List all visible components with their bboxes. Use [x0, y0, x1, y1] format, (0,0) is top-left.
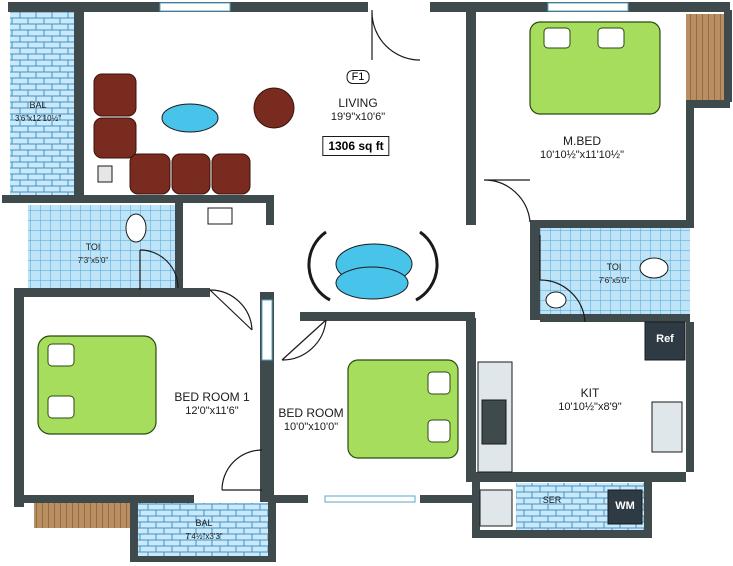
mbed-label: M.BED 10'10½"x11'10½" [540, 134, 624, 162]
living-name: LIVING [338, 96, 378, 110]
ref-label: Ref [656, 333, 674, 345]
bal-top-label: BAL 3'6"x12'10½" [15, 98, 61, 126]
living-lamp [97, 165, 113, 183]
ref-box [644, 321, 686, 361]
bal-bottom-dim: 7'4½"x3'3" [185, 532, 223, 541]
side-table [253, 87, 295, 129]
kitchen-sink [651, 401, 683, 453]
toi-right-name: TOI [606, 262, 622, 272]
wm-box [607, 489, 643, 525]
living-chairs [93, 73, 251, 195]
dining-set [307, 230, 439, 302]
door-swings [139, 10, 586, 491]
ser-sink [479, 489, 513, 527]
bal-top-name: BAL [29, 100, 47, 110]
living-dim: 19'9"x10'6" [330, 111, 386, 123]
toi-left-name: TOI [85, 242, 101, 252]
unit-badge: F1 [346, 70, 370, 84]
bal-top-dim: 3'6"x12'10½" [14, 114, 62, 123]
toi-right-dim: 7'6"x5'0" [598, 276, 630, 285]
wm-label: WM [615, 500, 635, 512]
mbed-name: M.BED [562, 134, 602, 148]
bal-bottom-name: BAL [195, 518, 213, 528]
mbed-dim: 10'10½"x11'10½" [540, 149, 624, 161]
bed2-dim: 10'0"x10'0" [283, 421, 339, 433]
ser-label: SER [542, 495, 562, 505]
mbed-wardrobe [686, 14, 726, 100]
bed1-label: BED ROOM 1 12'0"x11'6" [174, 390, 249, 418]
bed2-label: BED ROOM 10'0"x10'0" [278, 406, 343, 434]
coffee-table [161, 103, 219, 133]
bath-fixtures [125, 207, 669, 309]
bed1-wardrobe [34, 500, 130, 528]
kit-dim: 10'10½"x8'9" [558, 401, 622, 413]
bed1-dim: 12'0"x11'6" [185, 405, 239, 417]
bal-bottom-floor [138, 503, 268, 559]
living-label: LIVING 19'9"x10'6" [331, 96, 385, 124]
kit-label: KIT 10'10½"x8'9" [558, 386, 621, 414]
toi-left-dim: 7'3"x5'0" [77, 256, 109, 265]
stove [481, 399, 507, 445]
pillows [47, 27, 625, 443]
toi-right-label: TOI 7'6"x5'0" [599, 260, 630, 288]
windows [159, 2, 629, 503]
toi-left-label: TOI 7'3"x5'0" [78, 240, 109, 268]
toi-left-floor [28, 205, 178, 291]
area-box: 1306 sq ft [322, 136, 390, 156]
bed1-name: BED ROOM 1 [174, 390, 250, 404]
bed2-name: BED ROOM [278, 406, 344, 420]
bal-bottom-label: BAL 7'4½"x3'3" [185, 516, 222, 544]
kit-name: KIT [580, 386, 600, 400]
bal-top-floor [10, 12, 74, 197]
